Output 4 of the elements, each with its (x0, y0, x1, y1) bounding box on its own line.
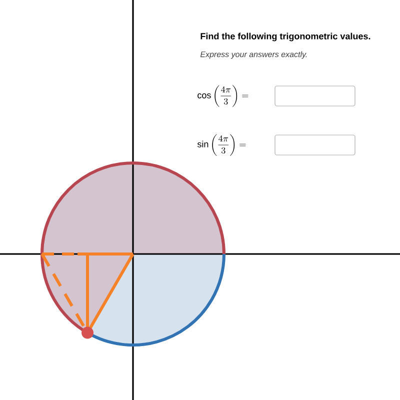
heading: Find the following trigonometric values. (200, 32, 370, 42)
formula: $\sin\left(\dfrac{4\pi}{3}\right)=$ (197, 134, 246, 156)
formula: $\cos\left(\dfrac{4\pi}{3}\right)=$ (198, 85, 248, 107)
instruction: Express your answers exactly. (200, 51, 307, 59)
